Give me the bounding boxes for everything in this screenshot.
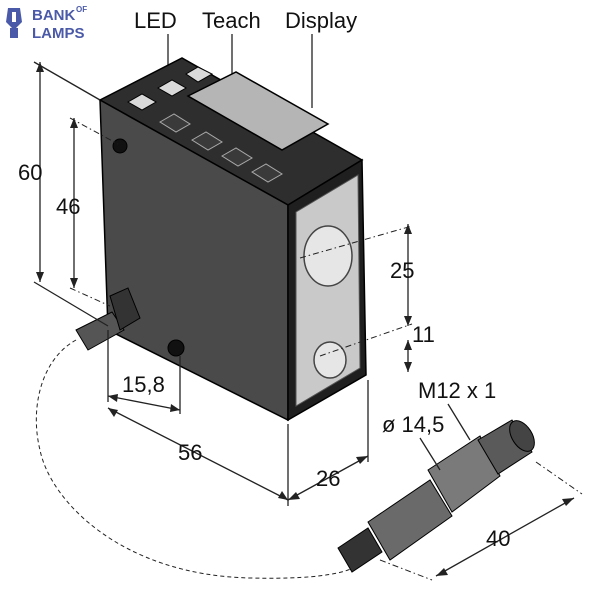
sensor-cable xyxy=(75,287,141,351)
cable-stub xyxy=(75,311,125,351)
dim-15-8 xyxy=(107,330,181,414)
mount-hole-top xyxy=(112,138,128,154)
sensor-housing xyxy=(98,57,367,422)
dim-15-8-label: 15,8 xyxy=(122,372,165,397)
label-display: Display xyxy=(285,8,357,33)
connector-cable-end xyxy=(337,527,383,573)
dim-11-label: 11 xyxy=(412,322,435,347)
m12-connector xyxy=(337,419,535,573)
label-led: LED xyxy=(134,8,177,33)
bank-of-lamps-logo: BANK OF LAMPS xyxy=(6,5,87,42)
dim-60 xyxy=(33,61,109,327)
logo-line2: LAMPS xyxy=(32,25,85,42)
lamp-icon xyxy=(6,8,22,38)
dim-25-label: 25 xyxy=(390,258,414,283)
connector-face xyxy=(509,420,535,452)
cable-gland xyxy=(109,287,141,331)
dim-26 xyxy=(287,380,369,501)
dim-56 xyxy=(107,407,289,506)
dim-25 xyxy=(299,224,413,357)
connector-knurled-nut xyxy=(427,435,501,513)
label-teach: Teach xyxy=(202,8,261,33)
connector-body xyxy=(367,479,453,561)
dim-56-label: 56 xyxy=(178,440,202,465)
teach-button-2 xyxy=(191,131,223,151)
led-indicator-2 xyxy=(156,79,188,97)
dim-40 xyxy=(379,461,583,581)
connector-thread-label: M12 x 1 xyxy=(418,378,496,403)
thread-leader xyxy=(447,403,471,441)
teach-button-4 xyxy=(251,163,283,183)
dim-60-label: 60 xyxy=(18,160,42,185)
teach-button-3 xyxy=(221,147,253,167)
dim-11 xyxy=(404,340,412,372)
led-indicator-1 xyxy=(126,93,158,111)
cable-path-dashed xyxy=(35,339,361,579)
dim-46 xyxy=(69,117,119,307)
receiver-lens xyxy=(313,341,347,379)
mount-hole-bottom xyxy=(167,339,185,357)
display-window xyxy=(186,71,330,151)
dim-40-label: 40 xyxy=(486,526,510,551)
logo-line1: BANK xyxy=(32,7,75,24)
led-indicator-3 xyxy=(185,66,214,83)
teach-button-1 xyxy=(159,113,191,133)
connector-diameter-label: ø 14,5 xyxy=(382,412,444,437)
emitter-lens xyxy=(303,225,353,287)
teach-buttons xyxy=(159,113,283,183)
led-indicators xyxy=(126,66,214,111)
logo-line1-sup: OF xyxy=(76,5,87,14)
dim-26-label: 26 xyxy=(316,466,340,491)
diameter-leader xyxy=(419,437,441,471)
dim-46-label: 46 xyxy=(56,194,80,219)
